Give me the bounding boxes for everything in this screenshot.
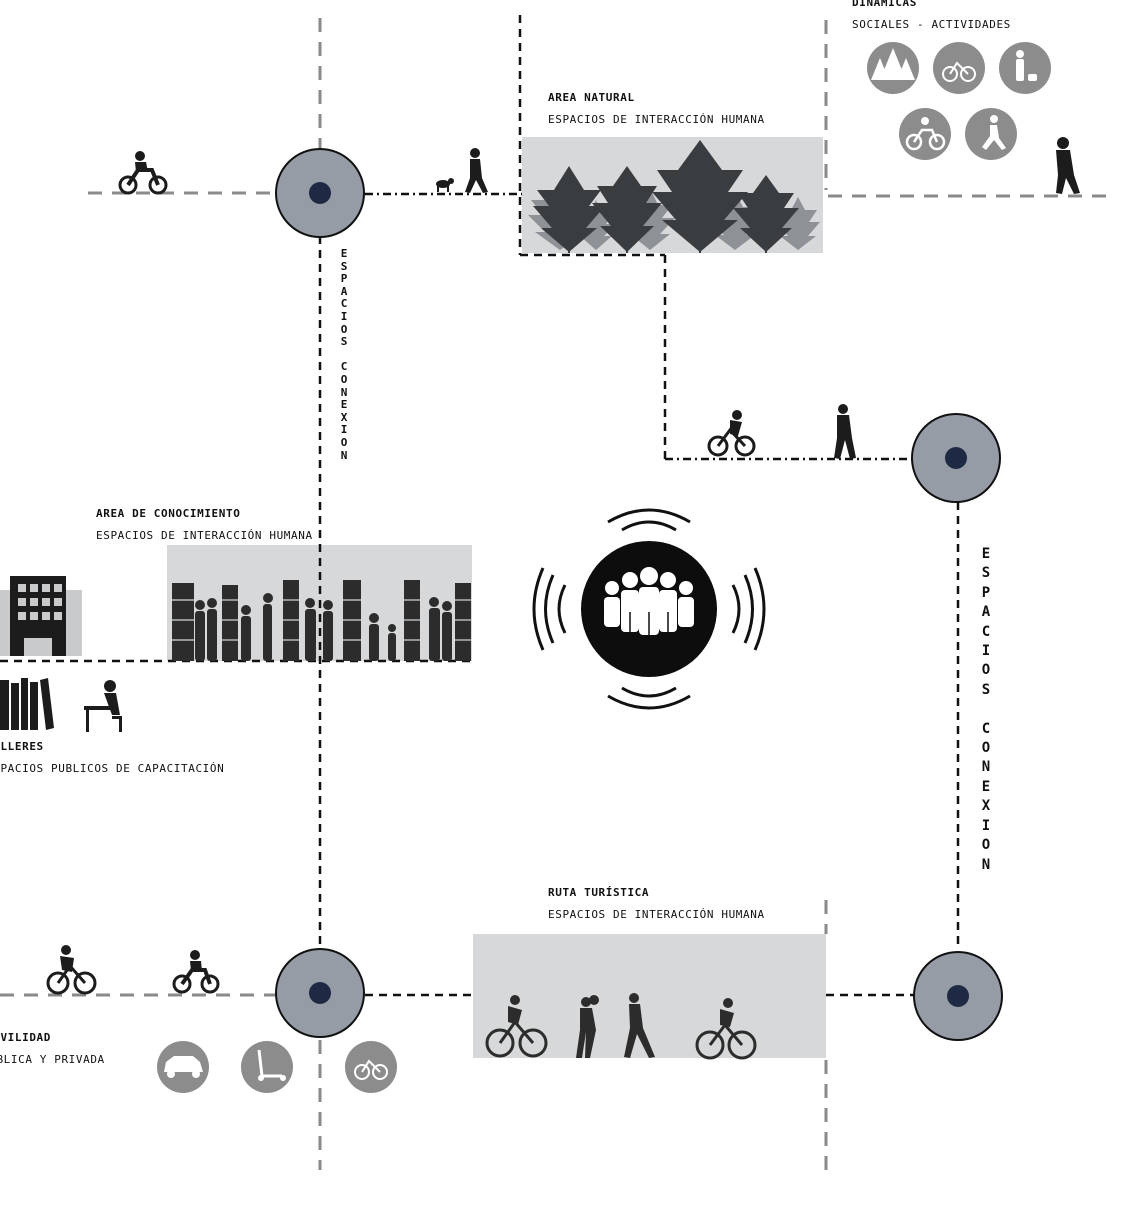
corridor-letter: A xyxy=(981,604,991,621)
node-top-left[interactable] xyxy=(275,148,365,238)
couple-icon-top-right xyxy=(1056,137,1080,194)
connection-lines xyxy=(0,15,1115,1180)
bicycle-icon-mobility xyxy=(345,1041,397,1093)
corridor-letter: C xyxy=(340,360,348,374)
scooter-icon xyxy=(241,1041,293,1093)
corridor-letter: S xyxy=(340,335,348,349)
corridor-letter: N xyxy=(340,448,348,462)
node-bottom-right[interactable] xyxy=(913,951,1003,1041)
corridor-letter: A xyxy=(340,284,348,298)
dog-walker-icon xyxy=(999,42,1051,94)
people-reading-icon xyxy=(195,593,452,661)
corridor-letter: S xyxy=(340,259,348,273)
knowledge-area-title: AREA DE CONOCIMIENTO xyxy=(96,507,241,520)
corridor-letter: X xyxy=(981,798,991,815)
tourist-route-title: RUTA TURÍSTICA xyxy=(548,886,650,899)
tourist-route-panel xyxy=(473,934,826,1058)
corridor-letter: O xyxy=(981,740,991,757)
talleres-title: TALLERES xyxy=(0,740,44,753)
couple-walking-icon xyxy=(576,995,599,1058)
node-right-middle[interactable] xyxy=(911,413,1001,503)
corridor-letter: X xyxy=(340,410,348,424)
corridor-letter: E xyxy=(340,398,348,412)
corridor-letter xyxy=(982,700,990,719)
natural-area-subtitle: ESPACIOS DE INTERACCIÓN HUMANA xyxy=(548,113,765,126)
motorbike-icon xyxy=(899,108,951,160)
building-icon xyxy=(0,576,82,656)
corridor-letter: C xyxy=(981,720,991,737)
mobility-title: MOVILIDAD xyxy=(0,1031,52,1044)
corridor-letter: E xyxy=(340,247,348,260)
corridor-letter: P xyxy=(981,584,991,601)
people-group-icon xyxy=(532,508,766,710)
corridor-letter: N xyxy=(981,856,991,873)
corridor-letter: I xyxy=(340,309,348,323)
talleres-subtitle: ESPACIOS PUBLICOS DE CAPACITACIÓN xyxy=(0,762,225,775)
corridor-letter: E xyxy=(981,546,991,562)
corridor-letter: C xyxy=(340,297,348,311)
corridor-letter: O xyxy=(981,662,991,679)
corridor-letter: S xyxy=(981,565,991,582)
corridor-letter: I xyxy=(340,423,348,437)
dog-icon xyxy=(436,178,454,192)
corridor-letter: O xyxy=(981,837,991,854)
bicycle-icon xyxy=(933,42,985,94)
corridor-letter: P xyxy=(340,272,348,286)
corridor-letter: I xyxy=(981,817,991,834)
dinamicas-subtitle: SOCIALES - ACTIVIDADES xyxy=(852,18,1011,31)
car-icon xyxy=(157,1041,209,1093)
tourist-route-subtitle: ESPACIOS DE INTERACCIÓN HUMANA xyxy=(548,908,765,921)
corridor-letter: C xyxy=(981,623,991,640)
corridor-letter: N xyxy=(981,759,991,776)
mobility-subtitle: PÚBLICA Y PRIVADA xyxy=(0,1053,105,1066)
cyclist-right-icon xyxy=(707,410,756,457)
corridor-letter: O xyxy=(340,372,348,386)
knowledge-area-subtitle: ESPACIOS DE INTERACCIÓN HUMANA xyxy=(96,529,313,542)
desk-worker-icon xyxy=(84,680,122,732)
dinamicas-title: DINÁMICAS xyxy=(852,0,918,9)
runner-icon xyxy=(965,108,1017,160)
books-icon xyxy=(0,678,54,730)
cyclist-bottom-icon xyxy=(46,945,97,995)
corridor-letter: N xyxy=(340,385,348,399)
corridor-letter: O xyxy=(340,435,348,449)
walker-with-dog-icon xyxy=(465,148,488,193)
corridor-letter: I xyxy=(981,643,991,660)
motorbike-bottom-icon xyxy=(172,950,220,994)
couple-walking-right-icon xyxy=(834,404,856,459)
corridor-letter: O xyxy=(340,322,348,336)
bookshelf-grid xyxy=(172,599,471,641)
cyclist-body xyxy=(508,995,734,1027)
corridor-letter: S xyxy=(981,681,991,698)
tree-icon xyxy=(528,140,820,253)
motorbike-rider-icon xyxy=(118,151,168,195)
walker-icon xyxy=(624,993,655,1058)
natural-area-title: AREA NATURAL xyxy=(548,91,635,104)
node-bottom-left[interactable] xyxy=(275,948,365,1038)
corridor-letter: E xyxy=(981,778,991,795)
forest-icon xyxy=(867,42,919,94)
